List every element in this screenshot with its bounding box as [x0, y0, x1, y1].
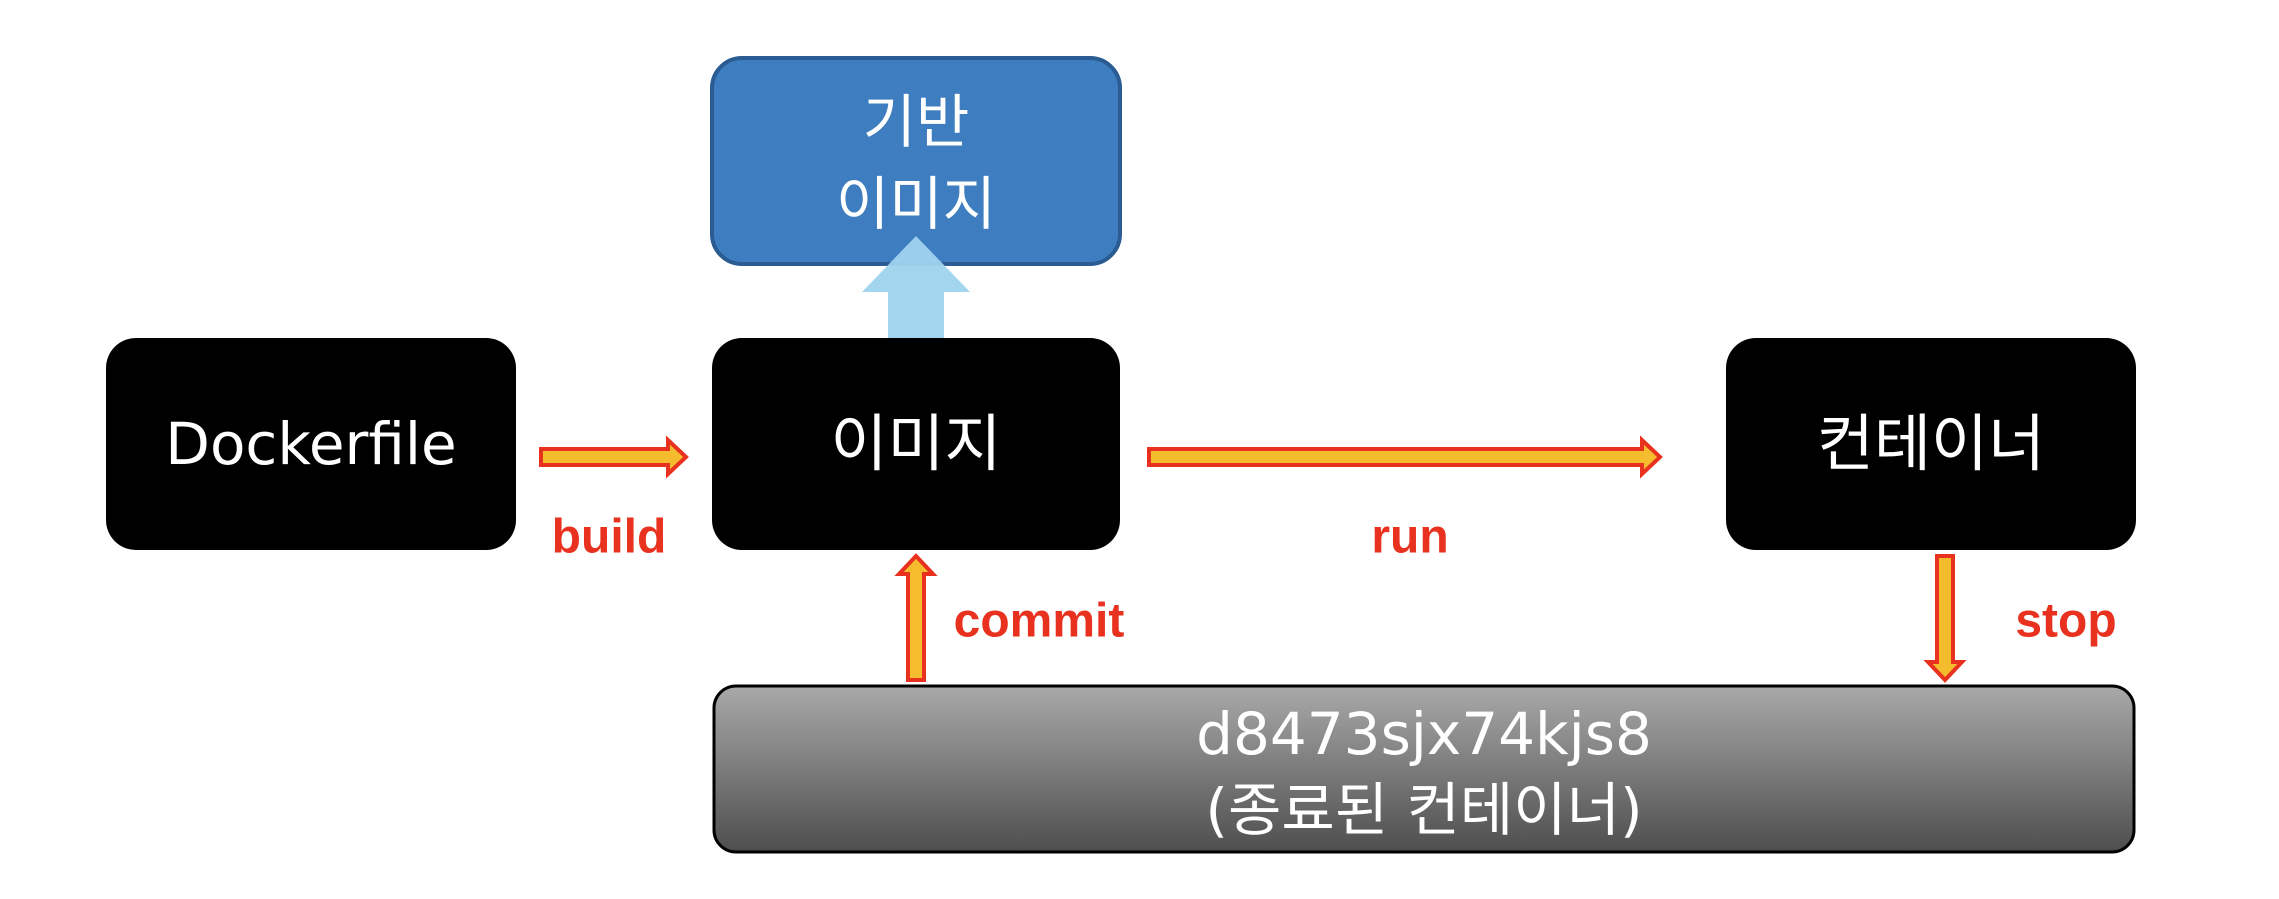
image-box: [712, 338, 1120, 550]
image-node: 이미지: [712, 338, 1120, 550]
container-node: 컨테이너: [1726, 338, 2136, 550]
base-image-label-line1: 기반: [863, 88, 970, 156]
dockerfile-node: Dockerfile: [106, 338, 516, 550]
stopped-container-caption: (종료된 컨테이너): [1205, 776, 1642, 844]
commit-arrow: [894, 553, 938, 682]
build-arrow: [539, 435, 689, 479]
stopped-container-id: d8473sjx74kjs8: [1196, 700, 1652, 768]
dockerfile-label: Dockerfile: [165, 410, 456, 478]
container-label: 컨테이너: [1817, 407, 2045, 480]
base-image-label-line2: 이미지: [836, 170, 996, 238]
stopped-container-box: [712, 684, 2136, 854]
stopped-container-node: d8473sjx74kjs8 (종료된 컨테이너): [712, 684, 2136, 854]
stop-arrow: [1923, 554, 1967, 683]
image-label: 이미지: [830, 407, 1001, 480]
stop-label: stop: [2015, 595, 2116, 648]
base-image-node: 기반 이미지: [710, 56, 1122, 266]
commit-label: commit: [954, 595, 1125, 648]
run-label: run: [1371, 511, 1448, 564]
container-box: [1726, 338, 2136, 550]
run-arrow: [1147, 435, 1663, 479]
dockerfile-box: [106, 338, 516, 550]
build-label: build: [552, 511, 667, 564]
base-image-up-arrow: [862, 236, 970, 344]
